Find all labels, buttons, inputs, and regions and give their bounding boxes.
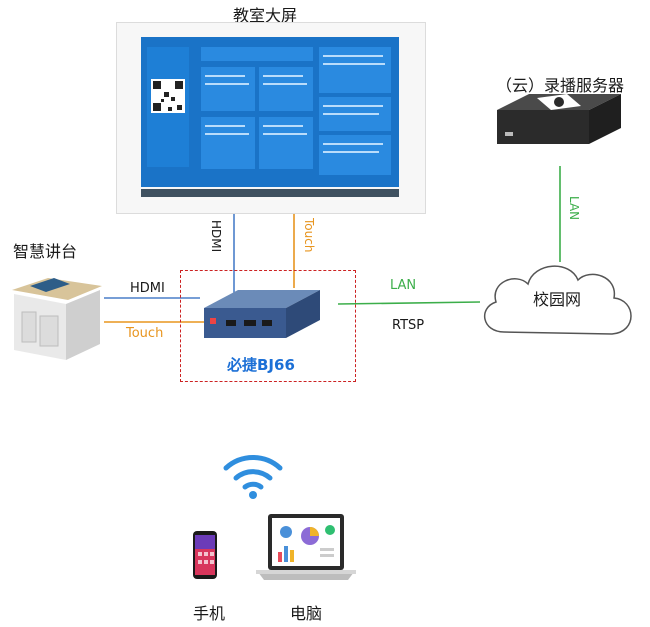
- campus-network-label: 校园网: [533, 290, 582, 309]
- recording-server-label: （云）录播服务器: [496, 76, 625, 95]
- recording-server-icon: [497, 94, 621, 144]
- screen-hdmi-label: HDMI: [209, 220, 223, 253]
- podium-hdmi-label: HDMI: [130, 281, 165, 296]
- device-highlight-box: [180, 270, 356, 382]
- network-lan-label: LAN: [390, 278, 417, 293]
- smart-podium-icon: [12, 278, 102, 360]
- classroom-screen: [116, 22, 426, 214]
- laptop-icon: [256, 514, 356, 580]
- network-lan-line: [337, 301, 481, 305]
- wifi-icon: [223, 455, 283, 499]
- device-name-label: 必捷BJ66: [227, 356, 295, 374]
- screen-taskbar: [141, 189, 399, 197]
- screen-ui-mockup: [147, 47, 391, 175]
- computer-label: 电脑: [290, 604, 323, 623]
- bj66-device-icon: [204, 290, 320, 338]
- server-lan-label: LAN: [567, 196, 581, 221]
- phone-icon: [193, 531, 217, 579]
- screen-touch-label: Touch: [302, 218, 316, 253]
- smart-podium-label: 智慧讲台: [13, 242, 78, 261]
- network-rtsp-label: RTSP: [392, 318, 425, 333]
- screen-content: [141, 37, 399, 187]
- phone-label: 手机: [193, 604, 226, 623]
- cloud-icon: [483, 265, 632, 335]
- classroom-screen-label: 教室大屏: [233, 6, 298, 25]
- podium-touch-label: Touch: [126, 326, 164, 341]
